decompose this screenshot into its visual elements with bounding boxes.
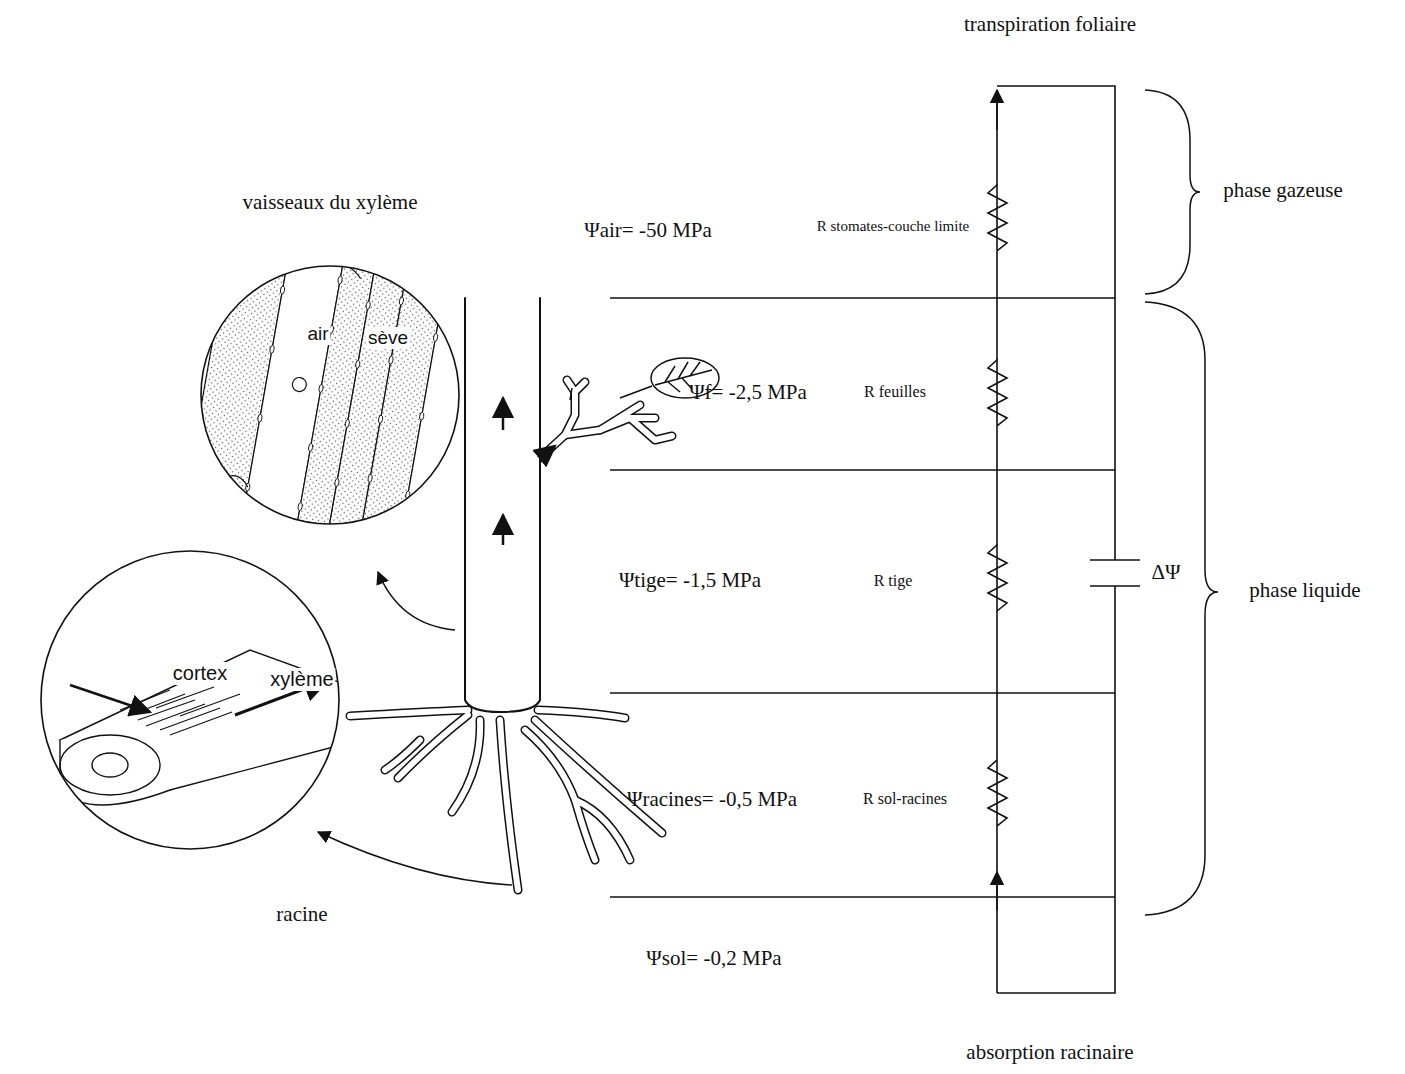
magnified-xylem: vaisseaux du xylèmeairsève [200,265,460,525]
view-title: racine [276,902,327,926]
xylem-vessels [177,211,491,591]
potential-value: Ψair= -50 MPa [584,218,712,242]
potential-value: Ψracines= -0,5 MPa [627,787,797,811]
view-title: vaisseaux du xylème [243,190,418,214]
potential-value: Ψsol= -0,2 MPa [646,946,781,970]
capacitor-label: ΔΨ [1152,560,1181,584]
resistor-circuit [988,86,1140,993]
flow-arrows [503,388,572,545]
potential-value: Ψtige= -1,5 MPa [619,568,761,592]
magnified-root: cortexxylèmeracine [40,550,340,850]
resistor-label: R tige [874,572,913,590]
circle-outline [40,550,340,850]
part-label: cortex [171,662,229,685]
band-lines [610,298,1115,897]
resistor-label: R feuilles [864,383,926,401]
caption-label: absorption racinaire [966,1040,1133,1064]
resistor-label: R stomates-couche limite [817,218,969,235]
brackets [1145,90,1218,915]
bracket-label: phase gazeuse [1223,178,1343,202]
resistor-label: R sol-racines [863,790,947,808]
circle-outline [200,265,460,525]
caption-label: transpiration foliaire [964,12,1136,36]
potential-value: Ψf= -2,5 MPa [689,380,807,404]
part-label: xylème [268,668,335,691]
zoom-arrows [318,572,512,885]
part-label: air [305,323,330,345]
bracket-label: phase liquide [1249,578,1360,602]
part-label: sève [366,327,410,349]
